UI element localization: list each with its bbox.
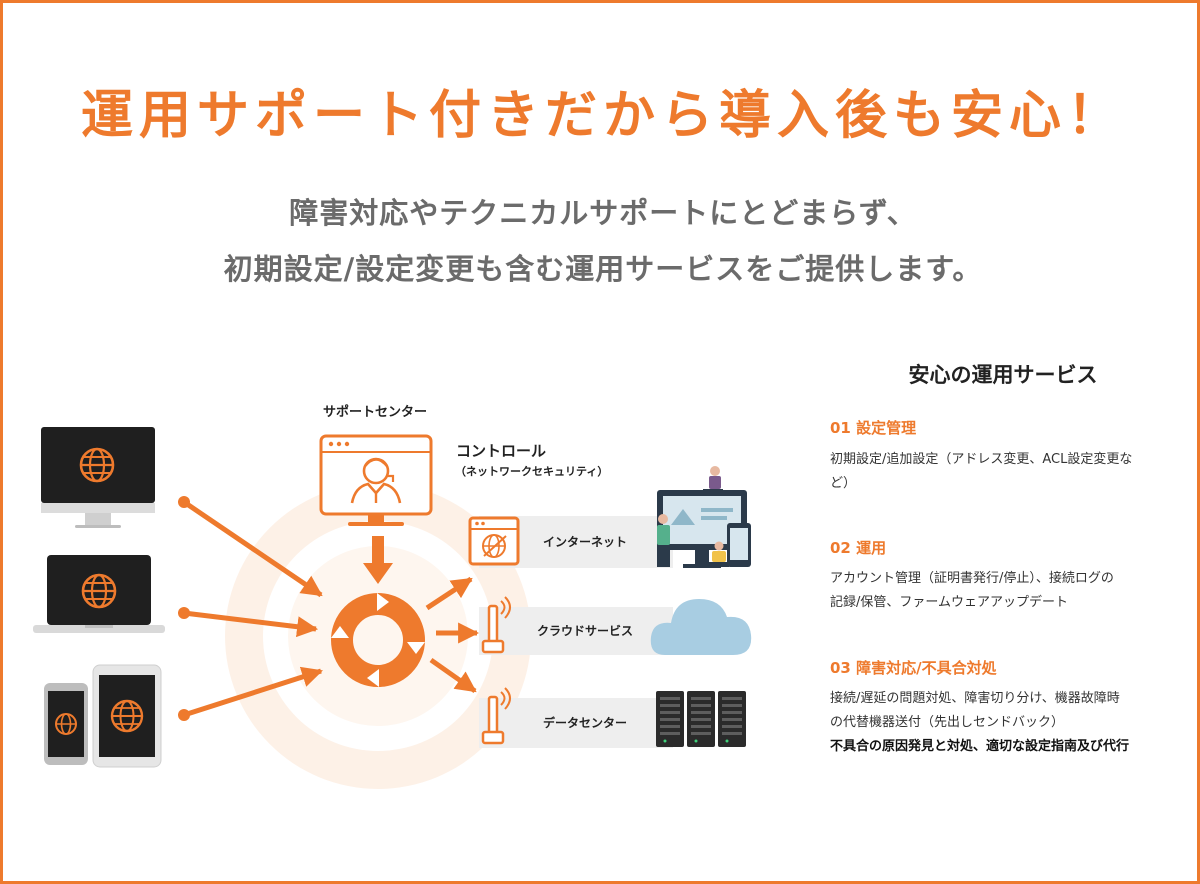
person-icon (709, 541, 729, 567)
person-icon (703, 466, 723, 493)
router-icon (481, 687, 511, 745)
destination-label-datacenter: データセンター (543, 715, 627, 730)
datacenter-band (479, 698, 673, 748)
section-heading-troubleshooting: 03 障害対応/不具合対処 (830, 659, 997, 677)
headline: 運用サポート付きだから導入後も安心！ (80, 86, 1125, 146)
network-diagram: サポートセンター コントロール （ネットワークセキュリティ） (33, 404, 752, 789)
section-strong-line: 不具合の原因発見と対処、適切な設定指南及び代行 (830, 739, 1130, 754)
section-text-line: の代替機器送付（先出しセンドバック） (830, 715, 1065, 730)
server-rack-icon (656, 691, 746, 747)
section-heading-settings: 01 設定管理 (830, 419, 917, 437)
device-arrows (178, 496, 323, 721)
globe-icon (110, 699, 144, 733)
destination-arrows (425, 576, 480, 694)
subtitle-line-2: 初期設定/設定変更も含む運用サービスをご提供します。 (223, 252, 983, 286)
section-text-line: 接続/遅延の問題対処、障害切り分け、機器故障時 (830, 691, 1120, 706)
desktop-icon (41, 427, 155, 528)
destination-label-cloud: クラウドサービス (537, 623, 633, 638)
background-glow-core (288, 546, 468, 726)
tablet-icon (92, 664, 162, 768)
section-text-line: 初期設定/追加設定（アドレス変更、ACL設定変更な (830, 452, 1133, 467)
subtitle-line-1: 障害対応やテクニカルサポートにとどまらず、 (289, 196, 917, 230)
support-center-monitor-icon (319, 434, 433, 526)
destination-label-internet: インターネット (543, 535, 627, 549)
section-body-troubleshooting: 接続/遅延の問題対処、障害切り分け、機器故障時 の代替機器送付（先出しセンドバッ… (830, 687, 1175, 759)
section-text-line: ど） (830, 476, 857, 491)
router-icon (481, 596, 511, 654)
operator-person-icon (350, 457, 402, 504)
control-sublabel: （ネットワークセキュリティ） (455, 465, 608, 478)
services-panel-title: 安心の運用サービス (908, 363, 1098, 387)
internet-users-illustration (657, 466, 751, 568)
section-text-line: 記録/保管、ファームウェアアップデート (830, 595, 1068, 610)
section-heading-operation: 02 運用 (830, 539, 887, 557)
support-center-label: サポートセンター (323, 404, 427, 420)
person-icon (657, 514, 670, 567)
down-arrow-icon (363, 536, 393, 584)
smartphone-icon (44, 683, 88, 765)
section-text-line: アカウント管理（証明書発行/停止）、接続ログの (830, 571, 1114, 586)
cloud-icon (650, 599, 752, 655)
section-body-operation: アカウント管理（証明書発行/停止）、接続ログの 記録/保管、ファームウェアアップ… (830, 567, 1175, 615)
control-label: コントロール (456, 442, 546, 460)
operation-cycle-icon (331, 593, 425, 687)
globe-icon (55, 713, 77, 735)
laptop-icon (33, 555, 165, 633)
cloud-band (479, 607, 673, 655)
globe-icon (81, 573, 117, 609)
browser-globe-icon (468, 516, 520, 566)
globe-icon (79, 447, 115, 483)
section-body-settings: 初期設定/追加設定（アドレス変更、ACL設定変更な ど） (830, 448, 1175, 496)
